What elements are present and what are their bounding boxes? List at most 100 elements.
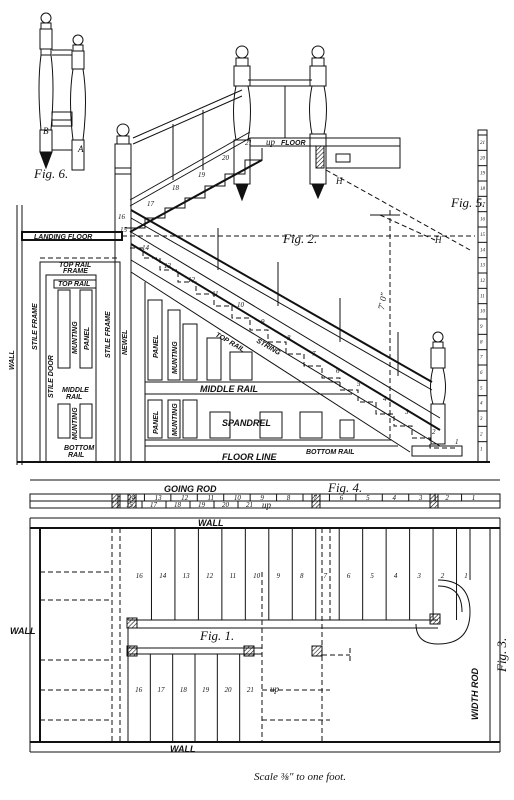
story-rod-number: 14: [480, 248, 486, 253]
story-rod-number: 1: [480, 448, 483, 453]
story-rod-number: 5: [480, 386, 483, 391]
label-bottom-rail-1b: RAIL: [68, 452, 84, 459]
label-panel-2: PANEL: [153, 335, 160, 358]
label-top-rail: TOP RAIL: [58, 281, 90, 288]
label-going-rod: GOING ROD: [164, 484, 217, 494]
fig2-title: Fig. 2.: [282, 231, 317, 246]
fig5-story-rod: Fig. 5. 21201918171615141312111098765432…: [450, 129, 488, 463]
going-rod-number: 12: [181, 494, 189, 502]
plan-tread-number: 14: [159, 572, 167, 580]
going-rod-number: 2: [445, 494, 449, 502]
going-rod-post: [111, 493, 121, 509]
plan-tread-number: 2: [441, 572, 445, 580]
step-number: 6: [336, 367, 340, 375]
label-middle-rail-2: MIDDLE RAIL: [200, 384, 258, 394]
plan-tread-number: 16: [136, 572, 144, 580]
label-middle-rail-1a: MIDDLE: [62, 387, 89, 394]
story-rod-number: 2: [480, 432, 483, 437]
step-number: 11: [212, 290, 218, 298]
story-rod-number: 18: [480, 187, 486, 192]
story-rod-number: 13: [480, 264, 486, 269]
fig5-title: Fig. 5.: [450, 195, 485, 210]
going-rod-number: 3: [418, 494, 423, 502]
going-rod-number: 11: [208, 494, 214, 502]
step-number: 10: [237, 301, 245, 309]
label-up-rod: up: [262, 500, 272, 510]
label-middle-rail-1b: RAIL: [66, 394, 82, 401]
label-munting-4: MUNTING: [172, 403, 179, 436]
going-rod-number-lower: 17: [150, 501, 158, 509]
label-up-top: up: [266, 137, 276, 147]
plan-tread-number: 7: [323, 572, 327, 580]
step-number: 7: [312, 350, 316, 358]
label-stile-frame-2: STILE FRAME: [105, 311, 112, 358]
step-number: 15: [120, 226, 128, 234]
step-number: 18: [172, 184, 180, 192]
step-number: 16: [118, 213, 126, 221]
step-number: 5: [357, 380, 361, 388]
label-newel: NEWEL: [122, 330, 129, 355]
step-number: 9: [261, 318, 265, 326]
story-rod-number: 19: [480, 172, 486, 177]
going-rod-number: 4: [393, 494, 397, 502]
story-rod-number: 12: [480, 279, 486, 284]
story-rod-number: 11: [480, 294, 485, 299]
label-top-rail-frame-2: FRAME: [63, 268, 88, 275]
going-rod-post: [429, 493, 439, 509]
label-wall-top: WALL: [198, 518, 224, 528]
step-number: 3: [404, 408, 409, 416]
story-rod-number: 16: [480, 218, 486, 223]
step-number: 19: [198, 171, 206, 179]
label-top-rail-frame-1: TOP RAIL: [59, 262, 91, 269]
story-rod-number: 6: [480, 371, 483, 376]
step-number: 4: [383, 395, 387, 403]
story-rod-number: 21: [480, 141, 485, 146]
label-b: B: [43, 126, 49, 136]
going-rod-mark-group: 1413121110987654321151718192021: [111, 493, 475, 509]
label-bottom-rail-1a: BOTTOM: [64, 445, 94, 452]
plan-tread-number: 8: [300, 572, 304, 580]
story-rod-number: 4: [480, 402, 483, 407]
going-rod-post: [127, 493, 137, 509]
fig1-title: Fig. 1.: [199, 628, 234, 643]
plan-tread-number: 5: [370, 572, 374, 580]
label-spandrel: SPANDREL: [222, 418, 271, 428]
label-panel-3: PANEL: [153, 411, 160, 434]
plan-tread-number: 6: [347, 572, 351, 580]
plan-tread-number: 3: [416, 572, 421, 580]
plan-tread-number-lower: 18: [180, 686, 188, 694]
step-number: 2: [432, 428, 436, 436]
label-bottom-rail-2: BOTTOM RAIL: [306, 449, 354, 456]
story-rod-number: 8: [480, 340, 483, 345]
label-munting-3: MUNTING: [172, 341, 179, 374]
plan-tread-number-lower: 16: [135, 686, 143, 694]
fig3-title: Fig. 3.: [494, 638, 509, 673]
label-landing-floor: LANDING FLOOR: [34, 234, 92, 241]
label-up-plan: up: [270, 684, 280, 694]
label-height: 7' 0": [376, 292, 389, 311]
step-number: 8: [287, 334, 291, 342]
story-rod-number: 15: [480, 233, 486, 238]
plan-tread-number: 1: [464, 572, 468, 580]
label-floor: FLOOR: [281, 140, 306, 147]
plan-tread-number-lower: 19: [202, 686, 210, 694]
label-wall-bottom: WALL: [170, 744, 196, 754]
going-rod-number: 9: [260, 494, 264, 502]
step-number: 21: [245, 139, 252, 147]
step-number: 1: [455, 438, 459, 446]
going-rod-number: 13: [155, 494, 163, 502]
going-rod-number-lower: 19: [198, 501, 206, 509]
plan-tread-number: 10: [253, 572, 260, 580]
label-h1: H: [335, 176, 343, 186]
plan-tread-number: 11: [230, 572, 236, 580]
story-rod-number: 9: [480, 325, 483, 330]
label-munting-1: MUNTING: [72, 321, 79, 354]
label-stile-frame: STILE FRAME: [32, 303, 39, 350]
story-rod-number: 3: [480, 417, 483, 422]
going-rod-number: 8: [287, 494, 291, 502]
step-number: 14: [142, 244, 150, 252]
